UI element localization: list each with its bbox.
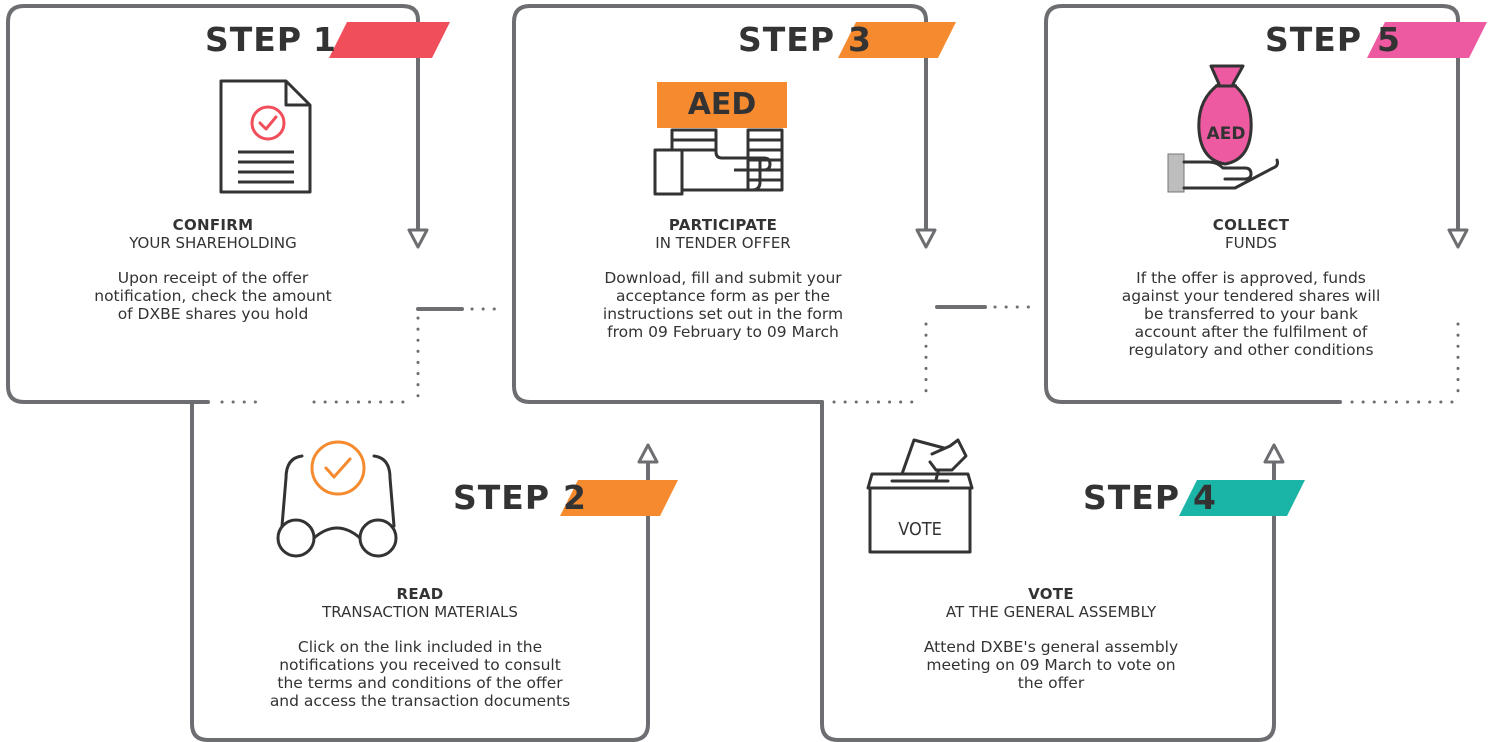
step-2-title: READ (396, 585, 444, 603)
document-check-icon (219, 79, 312, 194)
step-label: STEP (205, 20, 303, 59)
step-1-content: CONFIRM YOUR SHAREHOLDING Upon receipt o… (40, 216, 386, 324)
step-3-banner-shape (838, 22, 956, 58)
step-4-description: Attend DXBE's general assembly meeting o… (923, 638, 1179, 692)
step-2-content: READ TRANSACTION MATERIALS Click on the … (224, 585, 616, 711)
step-number: 3 (848, 20, 871, 59)
step-label: STEP (738, 20, 836, 59)
step-3-description: Download, fill and submit your acceptanc… (602, 269, 844, 341)
step-4-banner-shape (1179, 480, 1305, 516)
step-1-description: Upon receipt of the offer notification, … (94, 269, 332, 323)
step-4-badge: STEP 4 (1083, 476, 1323, 517)
step-2-badge: STEP 2 (453, 476, 693, 517)
step-3-title: PARTICIPATE (668, 216, 778, 234)
step-5-description: If the offer is approved, funds against … (1121, 269, 1381, 359)
step-1-badge: STEP 1 (205, 18, 455, 59)
down-arrow-icon (915, 228, 937, 249)
step-3-badge: STEP 3 (738, 18, 988, 59)
step-5-subtitle: FUNDS (1225, 234, 1277, 252)
step-4-subtitle: AT THE GENERAL ASSEMBLY (945, 603, 1157, 621)
step-4-title: VOTE (1028, 585, 1074, 603)
step-number: 4 (1193, 478, 1216, 517)
step-2-banner-shape (560, 480, 678, 516)
step-5-content: COLLECT FUNDS If the offer is approved, … (1076, 216, 1426, 360)
step-3-content: PARTICIPATE IN TENDER OFFER Download, fi… (548, 216, 898, 342)
step-number: 2 (563, 478, 586, 517)
step-5-banner-shape (1367, 22, 1487, 58)
aed-banknote-icon: AED (657, 82, 787, 128)
glasses-check-icon (276, 440, 398, 558)
step-5-badge: STEP 5 (1265, 18, 1494, 59)
step-label: STEP (1265, 20, 1363, 59)
up-arrow-icon (637, 443, 659, 464)
step-label: STEP (1083, 478, 1181, 517)
ballot-box-icon: VOTE (866, 438, 974, 554)
step-4-content: VOTE AT THE GENERAL ASSEMBLY Attend DXBE… (856, 585, 1246, 693)
vote-label: VOTE (898, 519, 942, 540)
aed-bag-label: AED (1207, 124, 1246, 144)
aed-label: AED (687, 87, 757, 122)
step-1-subtitle: YOUR SHAREHOLDING (129, 234, 297, 252)
step-number: 1 (313, 20, 336, 59)
step-1-banner-shape (329, 22, 450, 58)
step-2-description: Click on the link included in the notifi… (269, 638, 571, 710)
step-1-title: CONFIRM (172, 216, 254, 234)
step-5-title: COLLECT (1212, 216, 1290, 234)
step-number: 5 (1377, 20, 1400, 59)
up-arrow-icon (1263, 443, 1285, 464)
hand-holding-cash-icon (653, 128, 784, 196)
down-arrow-icon (407, 228, 429, 249)
step-label: STEP (453, 478, 551, 517)
down-arrow-icon (1447, 228, 1469, 249)
step-2-subtitle: TRANSACTION MATERIALS (322, 603, 518, 621)
step-3-subtitle: IN TENDER OFFER (655, 234, 791, 252)
money-bag-hand-icon: AED (1167, 64, 1279, 193)
